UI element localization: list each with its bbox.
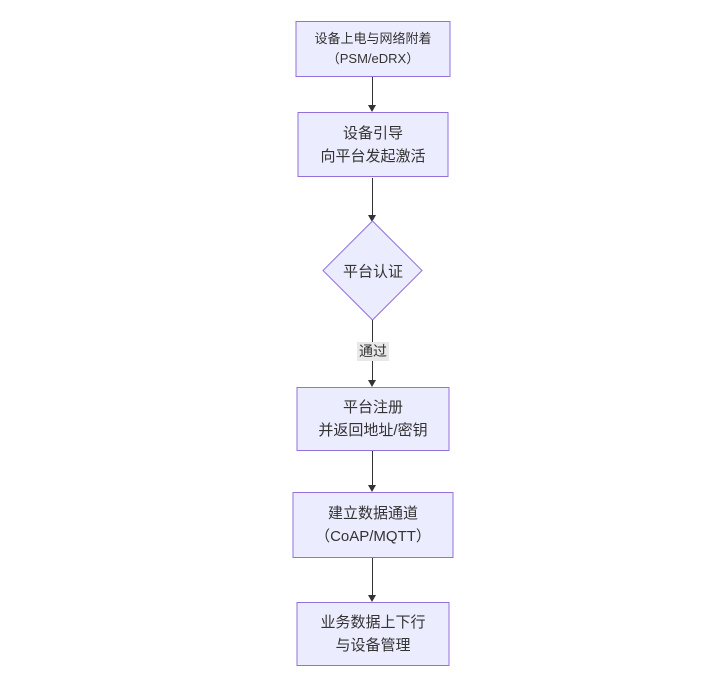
edge-label-pass: 通过 xyxy=(357,342,389,361)
arrow-down-icon xyxy=(368,485,376,492)
node-text-line: 并返回地址/密钥 xyxy=(318,422,428,439)
arrow-down-icon xyxy=(368,105,376,112)
flow-node-bootstrap: 设备引导 向平台发起激活 xyxy=(297,112,449,177)
arrow-down-icon xyxy=(368,215,376,222)
edge-bootstrap-to-auth xyxy=(368,178,376,222)
flow-node-register: 平台注册 并返回地址/密钥 xyxy=(296,387,450,451)
edge-power-to-bootstrap xyxy=(368,77,376,112)
flow-node-data-channel: 建立数据通道 （CoAP/MQTT） xyxy=(292,492,454,558)
node-text-line: （CoAP/MQTT） xyxy=(315,528,431,545)
arrow-down-icon xyxy=(368,595,376,602)
flow-node-power-attach: 设备上电与网络附着 （PSM/eDRX） xyxy=(295,21,451,77)
node-text-line: 设备引导 xyxy=(342,124,403,142)
node-text-line: 平台注册 xyxy=(342,399,403,416)
node-text-line: 与设备管理 xyxy=(335,637,411,654)
node-text-line: 业务数据上下行 xyxy=(320,614,426,631)
edge-channel-to-business xyxy=(368,558,376,602)
node-text-line: 建立数据通道 xyxy=(327,505,418,522)
node-text-line: 平台认证 xyxy=(342,263,404,281)
edge-register-to-channel xyxy=(368,451,376,492)
node-text-line: 向平台发起激活 xyxy=(320,147,426,165)
flow-node-business: 业务数据上下行 与设备管理 xyxy=(296,602,450,666)
node-text-line: 设备上电与网络附着 xyxy=(314,31,432,46)
arrow-down-icon xyxy=(368,380,376,387)
node-text-line: （PSM/eDRX） xyxy=(326,51,420,66)
